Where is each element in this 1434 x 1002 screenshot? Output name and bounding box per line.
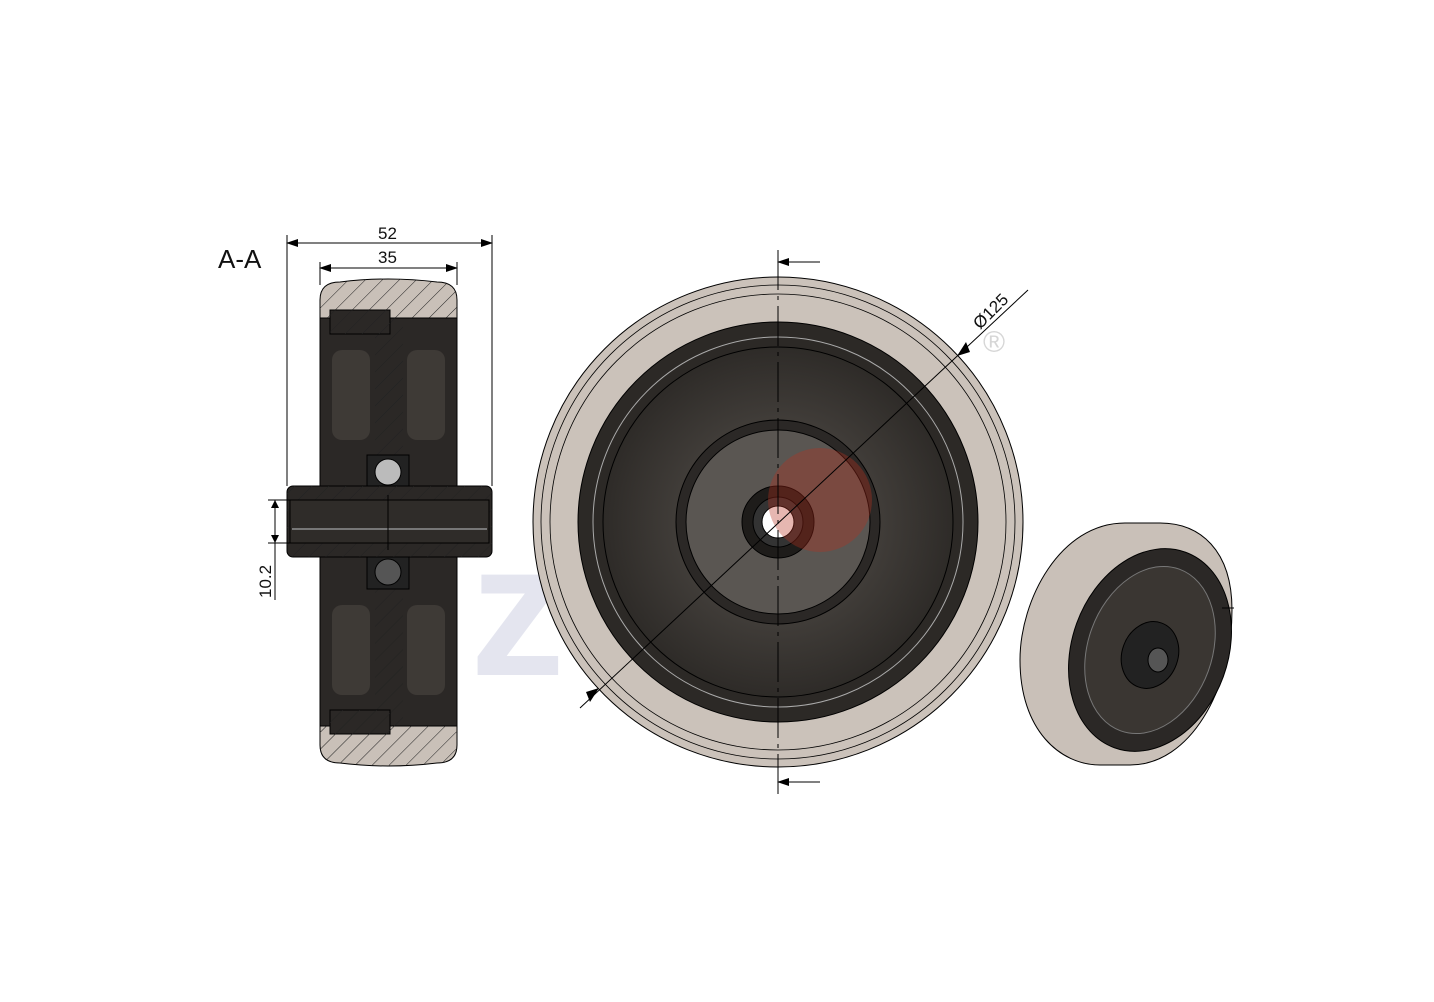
dim-bore-radius: 10.2: [256, 565, 275, 598]
section-label: A-A: [218, 244, 262, 274]
dim-overall-width: 52: [378, 224, 397, 243]
section-view: A-A 52 35: [218, 224, 493, 767]
perspective-view: [1019, 522, 1234, 766]
watermark-red-dot: [768, 448, 872, 552]
front-view: Ø125 ®: [532, 250, 1029, 800]
registered-mark: ®: [983, 326, 1005, 359]
dim-tread-width: 35: [378, 248, 397, 267]
diameter-line: [579, 289, 1029, 709]
